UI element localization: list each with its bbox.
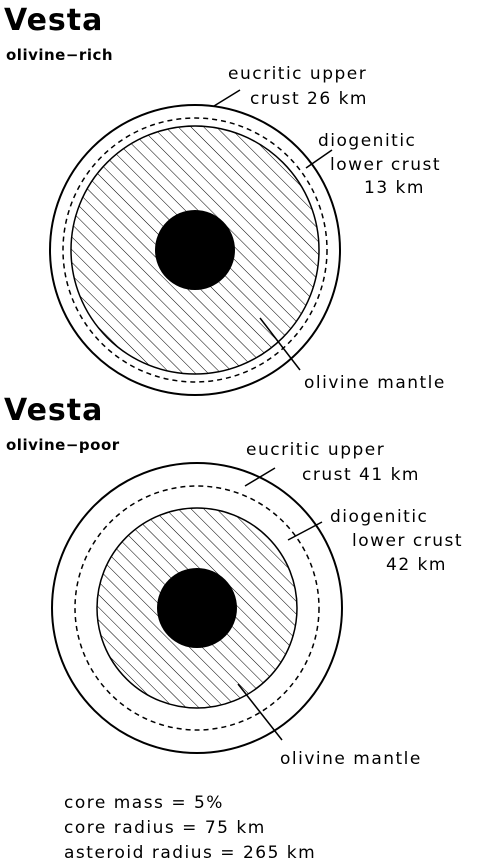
lower-crust-label-line-1: diogenitic: [318, 131, 416, 151]
lower-crust-label-line-1: diogenitic: [330, 507, 428, 527]
lower-crust-label-line-3: 13 km: [364, 178, 425, 198]
upper-crust-label-line-1: eucritic upper: [246, 440, 385, 460]
upper-crust-label-line-1: eucritic upper: [228, 64, 367, 84]
core: [157, 568, 237, 648]
upper-crust-label-line-2: crust 41 km: [302, 465, 420, 485]
lower-crust-label-line-3: 42 km: [386, 555, 447, 575]
panel-olivine-poor: Vesta olivine−poor eucritic upper crust …: [4, 393, 463, 769]
footer-notes: core mass = 5% core radius = 75 km aster…: [64, 793, 316, 863]
lower-crust-label-line-2: lower crust: [352, 531, 463, 551]
panel-1-subtitle: olivine−rich: [6, 46, 113, 64]
panel-1-title: Vesta: [4, 3, 103, 38]
footer-core-mass: core mass = 5%: [64, 793, 224, 813]
panel-olivine-rich: Vesta olivine−rich eucritic upper crust …: [4, 3, 446, 395]
core: [155, 210, 235, 290]
lower-crust-label-line-2: lower crust: [330, 155, 441, 175]
panel-2-title: Vesta: [4, 393, 103, 428]
panel-2-subtitle: olivine−poor: [6, 436, 120, 454]
leader-upper-crust: [214, 90, 240, 106]
upper-crust-label-line-2: crust 26 km: [250, 89, 368, 109]
leader-lower-crust: [306, 150, 332, 168]
footer-asteroid-radius: asteroid radius = 265 km: [64, 843, 316, 863]
mantle-label: olivine mantle: [304, 373, 446, 393]
footer-core-radius: core radius = 75 km: [64, 818, 266, 838]
mantle-label: olivine mantle: [280, 749, 422, 769]
